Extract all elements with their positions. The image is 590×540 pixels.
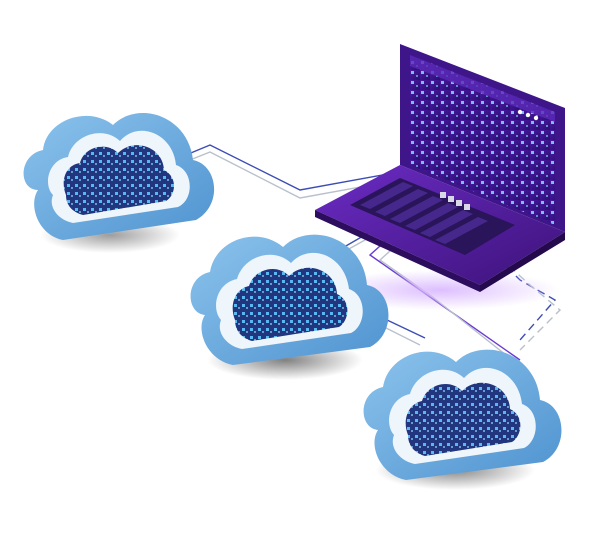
laptop-icon (315, 44, 565, 292)
cloud-icon (363, 349, 562, 480)
cloud-icon (190, 234, 389, 365)
cloud-icon (23, 112, 215, 240)
